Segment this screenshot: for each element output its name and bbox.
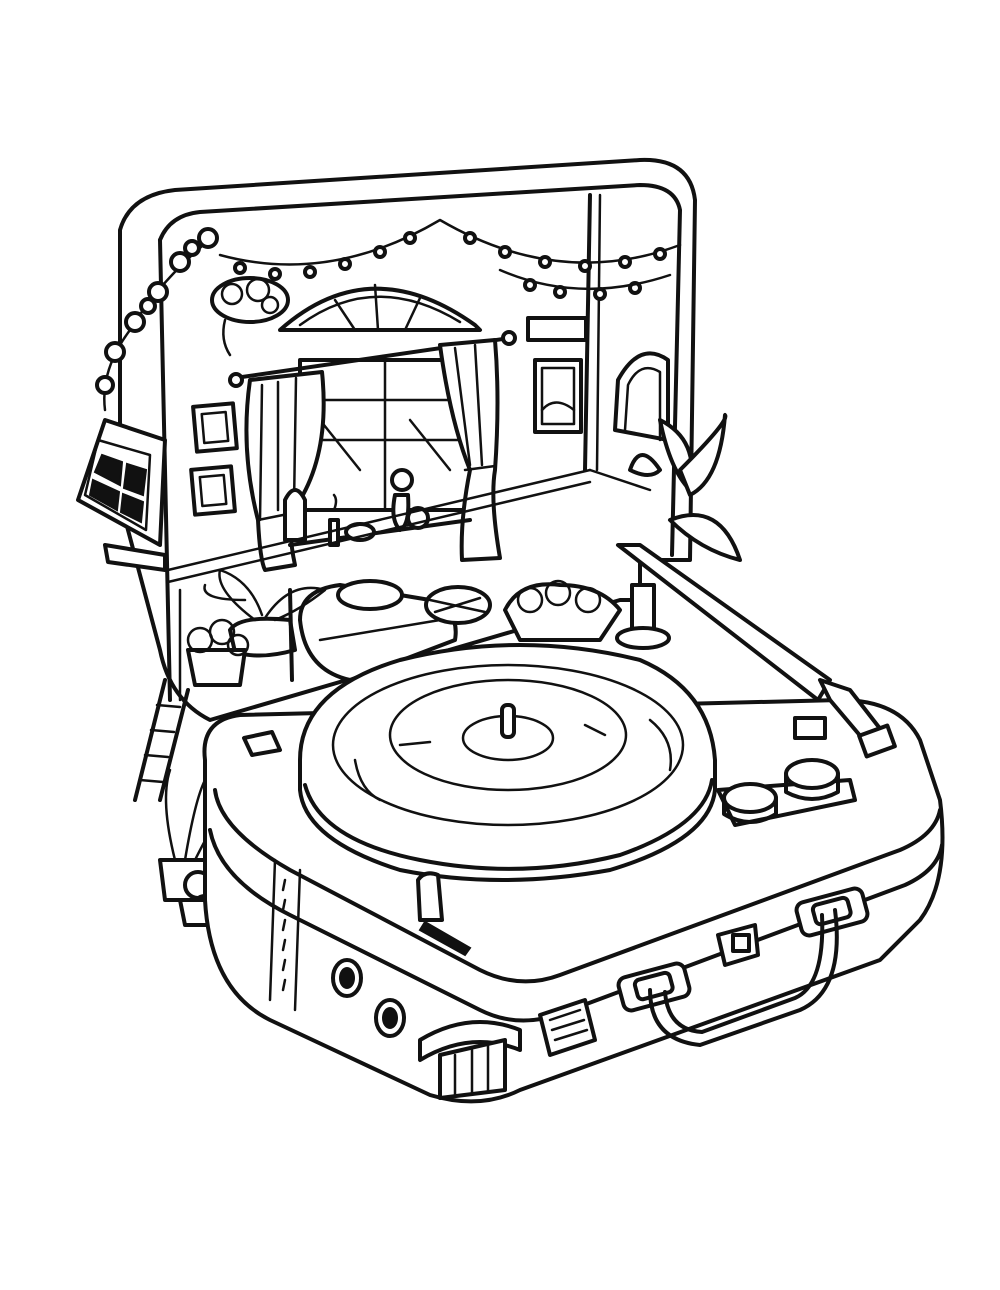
room-floor — [166, 468, 652, 702]
floor-plant-left — [203, 568, 327, 658]
control-knobs — [716, 758, 857, 827]
wall-frames — [189, 316, 588, 517]
curtain-left — [244, 370, 326, 572]
curtain-right — [438, 338, 502, 562]
arched-window — [278, 283, 482, 512]
lid-side-window — [76, 418, 167, 572]
ladder — [133, 678, 190, 802]
speed-selector — [416, 871, 472, 957]
arched-doorway — [613, 351, 670, 442]
suitcase-lock — [716, 923, 760, 967]
floor-plant-right — [503, 579, 622, 642]
spindle — [500, 703, 516, 739]
luggage-tag — [538, 998, 597, 1057]
suitcase-handle — [648, 908, 839, 1047]
ivy-vine — [95, 227, 219, 412]
tonearm — [615, 543, 897, 759]
vinyl-record — [353, 678, 673, 802]
hanging-plant — [210, 276, 290, 357]
room-sofa — [298, 579, 458, 682]
deck-badge — [242, 730, 282, 757]
mini-shopfront — [418, 1020, 522, 1100]
floor-plant-pot — [186, 618, 250, 687]
leafy-plant — [628, 413, 742, 562]
light-bulbs — [233, 231, 667, 301]
speaker-right — [374, 998, 406, 1038]
string-lights — [218, 218, 682, 301]
room-basket — [424, 585, 492, 625]
turntable-platter — [298, 643, 717, 882]
speaker-left — [331, 958, 363, 998]
floor-lamp — [288, 588, 294, 682]
